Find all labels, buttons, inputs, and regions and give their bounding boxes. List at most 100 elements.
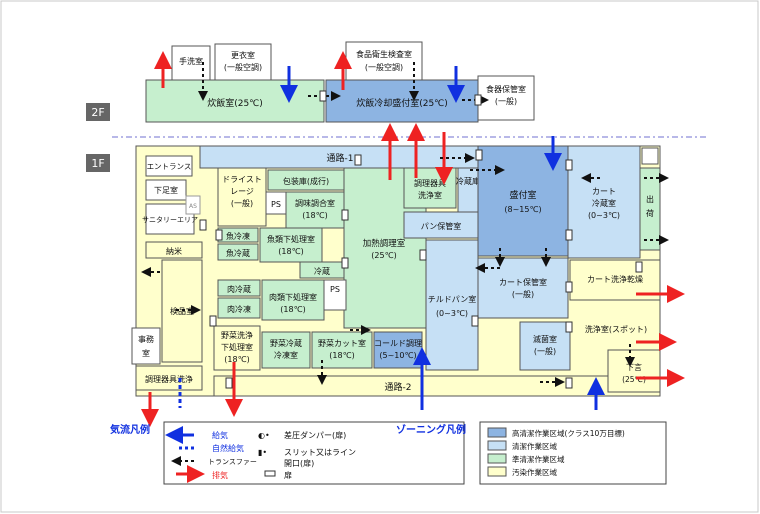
legend-exhaust-label: 排気 [212,470,228,480]
door-marker [474,94,482,106]
room-shipping-label-2: 荷 [646,208,654,218]
door-marker [225,377,233,389]
room-dry-storage [217,167,267,227]
room-25-label-2: (25℃) [622,375,646,384]
door-marker [215,229,223,241]
legend-damper-icon: ◐• [258,431,270,440]
zoning-label: 汚染作業区域 [512,467,557,477]
room-dry-storage-label-3: (一般) [231,198,253,208]
room-utensil-label-1: 調理器具 [414,178,446,188]
room-veg-cut-label-1: 野菜カット室 [318,338,366,348]
room-cart-cold [567,145,641,259]
room-shipping [639,167,661,251]
room-chilled-pan-label-1: チルドパン室 [428,294,476,304]
room-locker-label-1: 更衣室 [231,50,255,60]
door-marker [319,90,327,102]
room-fish-chilled [217,243,259,261]
room-cold-cook-label-2: (5~10℃) [379,351,416,360]
room-office-label-2: 室 [142,348,150,358]
room-utensil-wash-label: 調理器具洗浄 [145,374,193,384]
room-rice-cook-label: 炊飯室(25℃) [207,97,263,109]
room-shoe-label: 下足室 [154,185,178,195]
room-fish-frozen-label: 魚冷凍 [226,231,250,241]
room-veg-cold [261,331,311,369]
door-marker [341,209,349,221]
room-seasoning-label-1: 調味調合室 [295,198,335,208]
room-sterile [519,321,571,371]
room-cold-cook-label-1: コールド調理 [374,338,422,348]
door-marker [565,377,573,389]
room-veg-wash-label-3: (18℃) [224,355,249,364]
room-utensil-label-2: 洗浄室 [418,190,442,200]
room-fish-prep-label-2: (18℃) [278,247,303,256]
door-marker [565,159,573,171]
room-cold-store-label: 冷蔵 [314,266,330,276]
door-marker [565,281,573,293]
room-meat-prep-label-2: (18℃) [280,305,305,314]
room-meat-prep [261,279,325,321]
zoning-swatch [487,466,507,477]
room-plating-label-2: (8~15℃) [504,205,541,214]
room-inspection-label-2: (一般空調) [365,62,403,72]
floor-label-1f: 1F [91,157,104,170]
room-fish-chilled-label: 魚冷蔵 [226,248,250,258]
floor-label-2f: 2F [91,106,104,119]
room-meat-prep-label-1: 肉類下処理室 [269,292,317,302]
legend-door-icon [264,470,276,477]
room-pan-storage [403,211,479,239]
door-marker [475,149,483,161]
door-marker [565,321,573,333]
room-rice-cool-label: 炊飯冷却盛付室(25℃) [356,97,448,109]
zoning-swatch [487,453,507,464]
door-marker [419,249,427,261]
room-packaging-label: 包装庫(成行) [283,176,329,186]
corridor-2 [213,375,661,397]
room-meat-chilled-label: 肉冷蔵 [227,284,251,294]
room-ps-label: PS [271,200,281,209]
room-chilled-pan-label-2: (0~3℃) [436,309,468,318]
room-handwash-label: 手洗室 [179,56,203,66]
room-office-label-1: 事務 [138,334,154,344]
room-packaging [267,169,345,191]
room-seasoning [285,191,345,229]
room-pan-storage-label: パン保管室 [421,221,461,231]
room-ps-2-label: PS [330,285,340,294]
floor-tag-1f [86,154,110,172]
legend-door-label: 扉 [284,470,292,480]
room-dish-storage-label-2: (一般) [495,96,517,106]
room-rice-delivery-label: 納米 [166,246,182,256]
room-rice-delivery [145,241,203,259]
room-cold-cook [373,331,423,369]
door-marker [199,219,207,231]
room-chilled-pan [425,239,479,371]
room-25-label-1: 下言 [626,362,642,372]
zoning-legend-box [479,421,667,485]
door-marker [635,261,643,273]
room-as [185,195,201,215]
room-heat-cook-label-2: (25℃) [371,251,396,260]
room-shipping-label-1: 出 [646,194,654,204]
zoning-label: 準清潔作業区域 [512,454,565,464]
room-chill-vertical [457,167,479,213]
room-wash-spot-label: 洗浄室(スポット) [585,324,647,334]
room-sterile-label-1: 滅菌室 [533,334,557,344]
room-veg-cold-label-1: 野菜冷蔵 [270,338,302,348]
room-entrance-label: エントランス [147,162,192,171]
door-marker [354,154,362,166]
room-cart-cold-label-2: 冷蔵室 [592,198,616,208]
corridor-1-label: 通路-1 [327,152,354,164]
room-veg-cold-label-2: 冷凍室 [274,350,298,360]
zoning-swatch [487,427,507,438]
room-fish-prep-label-1: 魚類下処理室 [267,234,315,244]
room-dish-storage-label-1: 食器保管室 [486,84,526,94]
corridor-2-label: 通路-2 [385,381,412,393]
room-veg-wash-label-2: 下処理室 [221,342,253,352]
legend-slit-icon: ▮• [258,448,267,457]
legend-slit-label-1: スリット又はライン [284,448,356,457]
room-chill-vertical-label: 冷蔵庫 [456,176,480,186]
room-meat-frozen-label: 肉冷凍 [227,304,251,314]
room-heat-cook-label-1: 加熱調理室 [363,238,406,249]
room-plating [477,145,569,257]
